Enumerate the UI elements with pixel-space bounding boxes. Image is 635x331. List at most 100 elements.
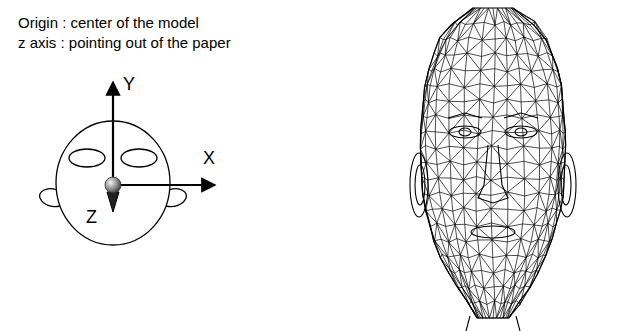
mesh-line: [453, 211, 455, 224]
mesh-line: [517, 22, 524, 23]
mesh-line: [438, 161, 450, 178]
mesh-line: [507, 133, 524, 146]
mesh-line: [539, 179, 540, 192]
mesh-line: [451, 193, 463, 195]
mesh-line: [560, 115, 563, 130]
mesh-line: [489, 8, 495, 25]
mesh-line: [517, 37, 524, 54]
mesh-line: [531, 56, 538, 71]
mesh-line: [434, 53, 437, 57]
mesh-line: [468, 258, 471, 272]
mesh-line: [537, 115, 539, 131]
mesh-line: [493, 99, 507, 117]
mesh-line: [507, 99, 522, 118]
mesh-line: [464, 148, 477, 162]
mesh-line: [521, 84, 536, 101]
mesh-line: [432, 209, 436, 223]
mesh-line: [538, 53, 547, 57]
mesh-line: [437, 164, 438, 177]
mesh-line: [549, 177, 550, 195]
face-feature: [561, 165, 571, 205]
face-feature: [449, 126, 481, 138]
mesh-line: [465, 70, 480, 71]
mesh-line: [510, 273, 514, 289]
mesh-line: [493, 270, 505, 274]
mesh-line: [491, 131, 493, 146]
mesh-line: [473, 8, 488, 24]
mesh-line: [430, 85, 437, 87]
mesh-line: [437, 223, 441, 239]
mesh-line: [480, 56, 482, 70]
mesh-line: [427, 162, 439, 177]
mesh-line: [524, 178, 539, 180]
mesh-line: [524, 146, 540, 165]
mesh-line: [531, 258, 538, 273]
mesh-line: [507, 161, 524, 164]
mesh-line: [523, 146, 524, 161]
mesh-line: [430, 68, 434, 85]
mesh-line: [475, 177, 476, 194]
mesh-line: [542, 211, 546, 226]
mesh-line: [450, 178, 451, 196]
mesh-line: [507, 192, 508, 209]
mesh-line: [432, 208, 442, 210]
mesh-line: [534, 225, 542, 226]
eye: [121, 149, 157, 167]
mesh-line: [463, 180, 464, 193]
mesh-line: [504, 22, 506, 38]
mesh-line: [462, 286, 465, 288]
mesh-line: [448, 133, 449, 146]
mesh-line: [450, 161, 463, 180]
mesh-line: [550, 118, 551, 134]
face-feature: [459, 128, 471, 136]
mesh-line: [463, 165, 464, 180]
mesh-line: [450, 148, 463, 162]
mesh-line: [451, 68, 465, 70]
mesh-line: [493, 86, 495, 103]
mesh-line: [437, 84, 449, 87]
mesh-line: [465, 53, 467, 71]
mesh-line: [436, 149, 450, 161]
mesh-line: [492, 240, 494, 258]
mesh-line: [536, 101, 538, 115]
mesh-line: [478, 239, 492, 240]
face-schematic: [40, 82, 215, 245]
mesh-line: [435, 132, 436, 149]
mesh-line: [519, 68, 521, 84]
mesh-line: [504, 22, 511, 26]
mesh-line: [425, 131, 426, 145]
mesh-line: [507, 177, 524, 179]
eye: [69, 149, 105, 167]
mesh-line: [552, 146, 560, 148]
mesh-line: [449, 146, 463, 147]
mesh-line: [559, 146, 562, 149]
mesh-line: [480, 86, 495, 99]
mesh-line: [449, 239, 457, 243]
mesh-line: [532, 239, 538, 254]
mesh-line: [521, 257, 527, 270]
mesh-line: [475, 285, 484, 288]
mesh-line: [446, 225, 455, 227]
note-text: z axis : pointing out of the paper: [18, 34, 231, 51]
mesh-line: [449, 130, 464, 133]
mesh-line: [494, 85, 507, 87]
mesh-line: [494, 53, 495, 69]
mesh-line: [531, 71, 547, 83]
mesh-line: [476, 211, 478, 226]
mesh-line: [434, 68, 440, 72]
mesh-line: [536, 84, 548, 102]
mesh-line: [437, 86, 449, 101]
mesh-line: [449, 115, 464, 133]
mesh-line: [445, 55, 454, 56]
mesh-line: [449, 84, 464, 88]
mesh-line: [449, 242, 460, 255]
mesh-line: [425, 146, 426, 163]
mesh-line: [451, 180, 463, 196]
mesh-line: [494, 99, 507, 103]
mesh-line: [482, 40, 495, 53]
mesh-line: [484, 273, 494, 288]
mesh-line: [458, 41, 467, 53]
mesh-line: [469, 301, 471, 305]
origin-sphere: [105, 177, 121, 193]
